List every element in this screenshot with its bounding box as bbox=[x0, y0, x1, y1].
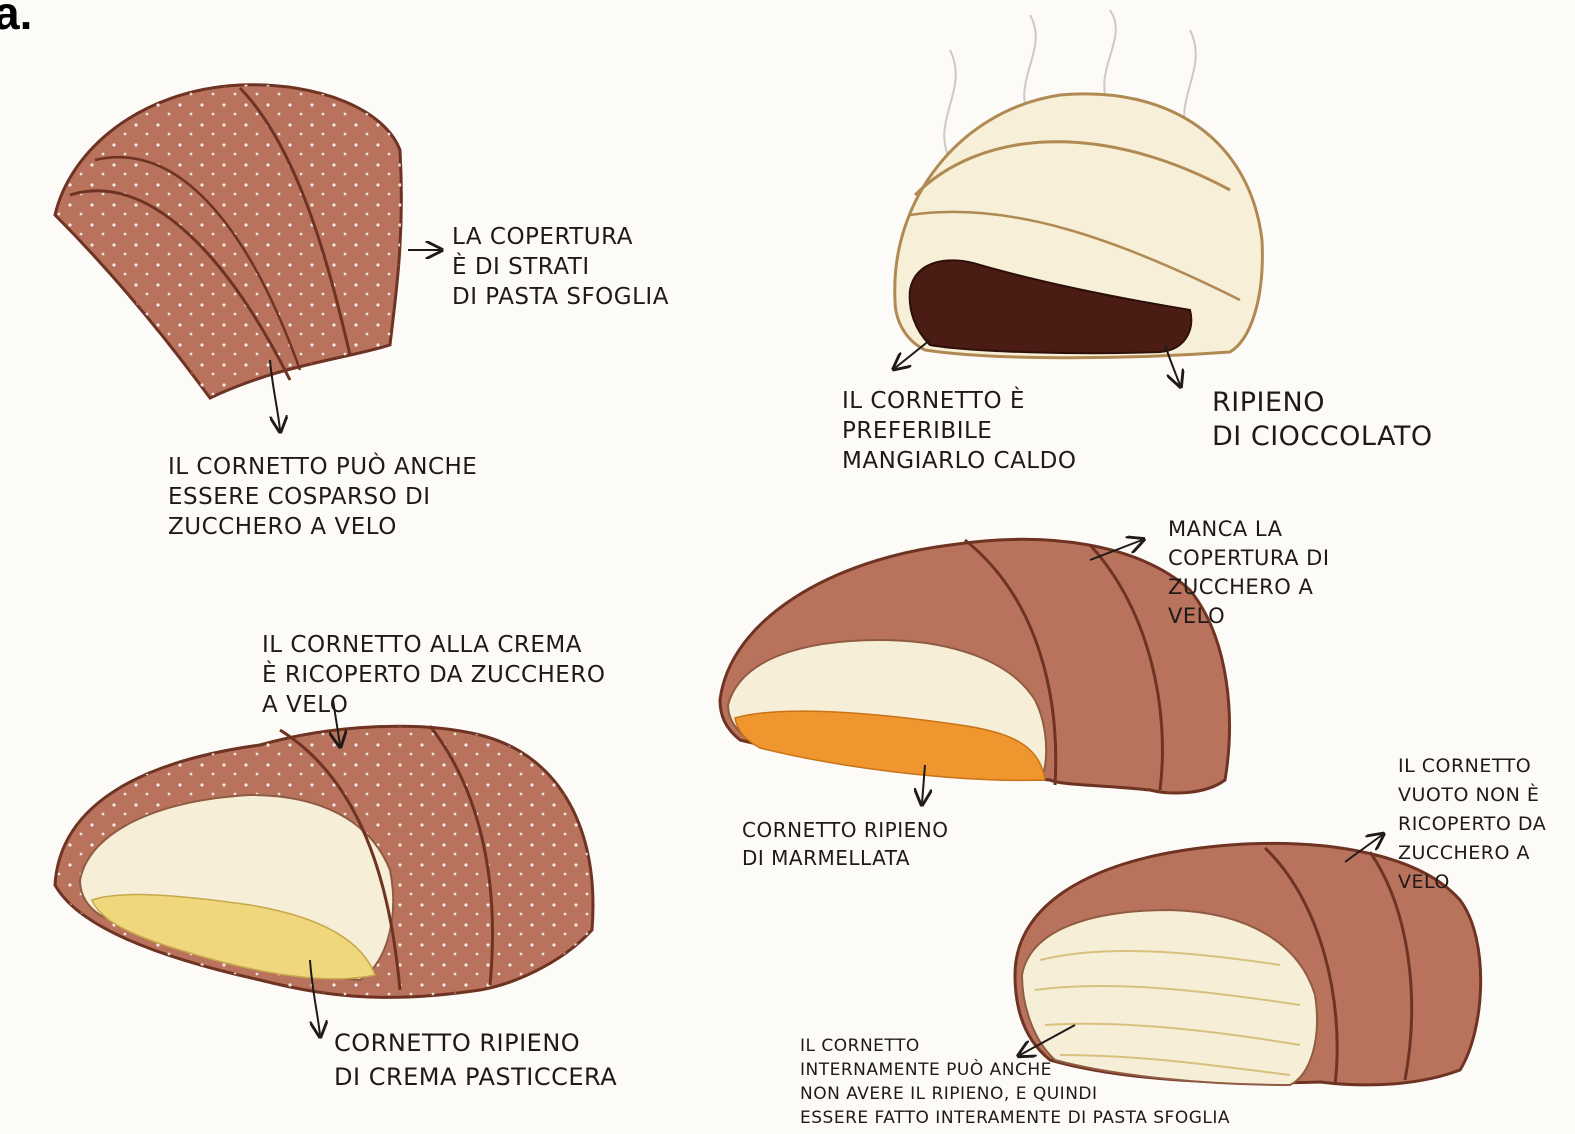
custard-filled-croissant bbox=[40, 710, 610, 1010]
note-sugar-option: Il cornetto può anche essere cosparso di… bbox=[168, 452, 477, 542]
note-layers: La copertura è di strati di pasta sfogli… bbox=[452, 222, 669, 312]
arrow-warm bbox=[895, 340, 930, 368]
note-warm: Il cornetto è preferibile mangiarlo cald… bbox=[842, 386, 1076, 476]
note-no-sugar: Manca la copertura di zucchero a velo bbox=[1168, 515, 1330, 631]
note-jam-fill: Cornetto ripieno di marmellata bbox=[742, 816, 948, 872]
note-chocolate-fill: Ripieno di cioccolato bbox=[1212, 386, 1433, 454]
sugar-dots bbox=[40, 70, 420, 410]
note-custard-sugar: Il cornetto alla crema è ricoperto da zu… bbox=[262, 630, 605, 720]
note-custard-fill: Cornetto ripieno di crema pasticcera bbox=[334, 1026, 617, 1094]
sugar-dusted-croissant bbox=[40, 70, 420, 410]
chocolate-filled-croissant bbox=[895, 10, 1263, 358]
jam-filled-croissant bbox=[720, 539, 1229, 793]
note-plain-no-sugar: Il cornetto vuoto non è ricoperto da zuc… bbox=[1398, 752, 1546, 897]
note-plain-interior: Il cornetto internamente può anche non a… bbox=[800, 1034, 1230, 1130]
